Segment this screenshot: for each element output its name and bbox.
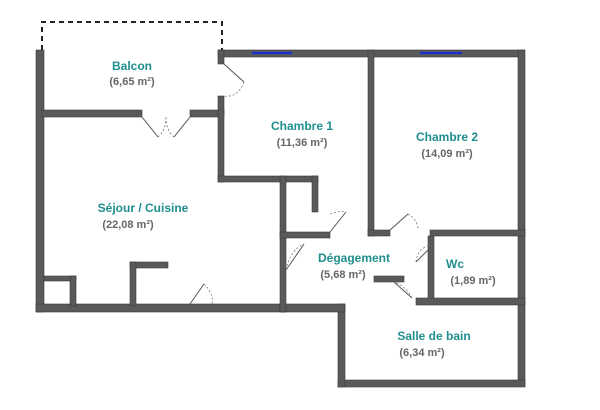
room-area-chambre2: (14,09 m²) — [421, 148, 473, 160]
doors — [141, 63, 433, 305]
balcony-outline — [41, 21, 223, 50]
room-name-sejour: Séjour / Cuisine — [98, 201, 189, 215]
room-area-sdb: (6,34 m²) — [399, 347, 445, 359]
room-name-degagement: Dégagement — [318, 251, 390, 265]
walls — [35, 49, 526, 388]
room-name-chambre1: Chambre 1 — [271, 119, 333, 133]
room-name-wc: Wc — [446, 257, 464, 271]
room-area-wc: (1,89 m²) — [450, 275, 496, 287]
room-name-balcon: Balcon — [112, 59, 152, 73]
room-name-sdb: Salle de bain — [397, 329, 470, 343]
room-area-chambre1: (11,36 m²) — [277, 137, 328, 149]
room-area-degagement: (5,68 m²) — [320, 269, 366, 281]
room-area-balcon: (6,65 m²) — [109, 76, 155, 88]
room-area-sejour: (22,08 m²) — [102, 219, 154, 231]
room-labels: Balcon (6,65 m²) Chambre 1 (11,36 m²) Ch… — [98, 59, 496, 359]
room-name-chambre2: Chambre 2 — [416, 130, 478, 144]
